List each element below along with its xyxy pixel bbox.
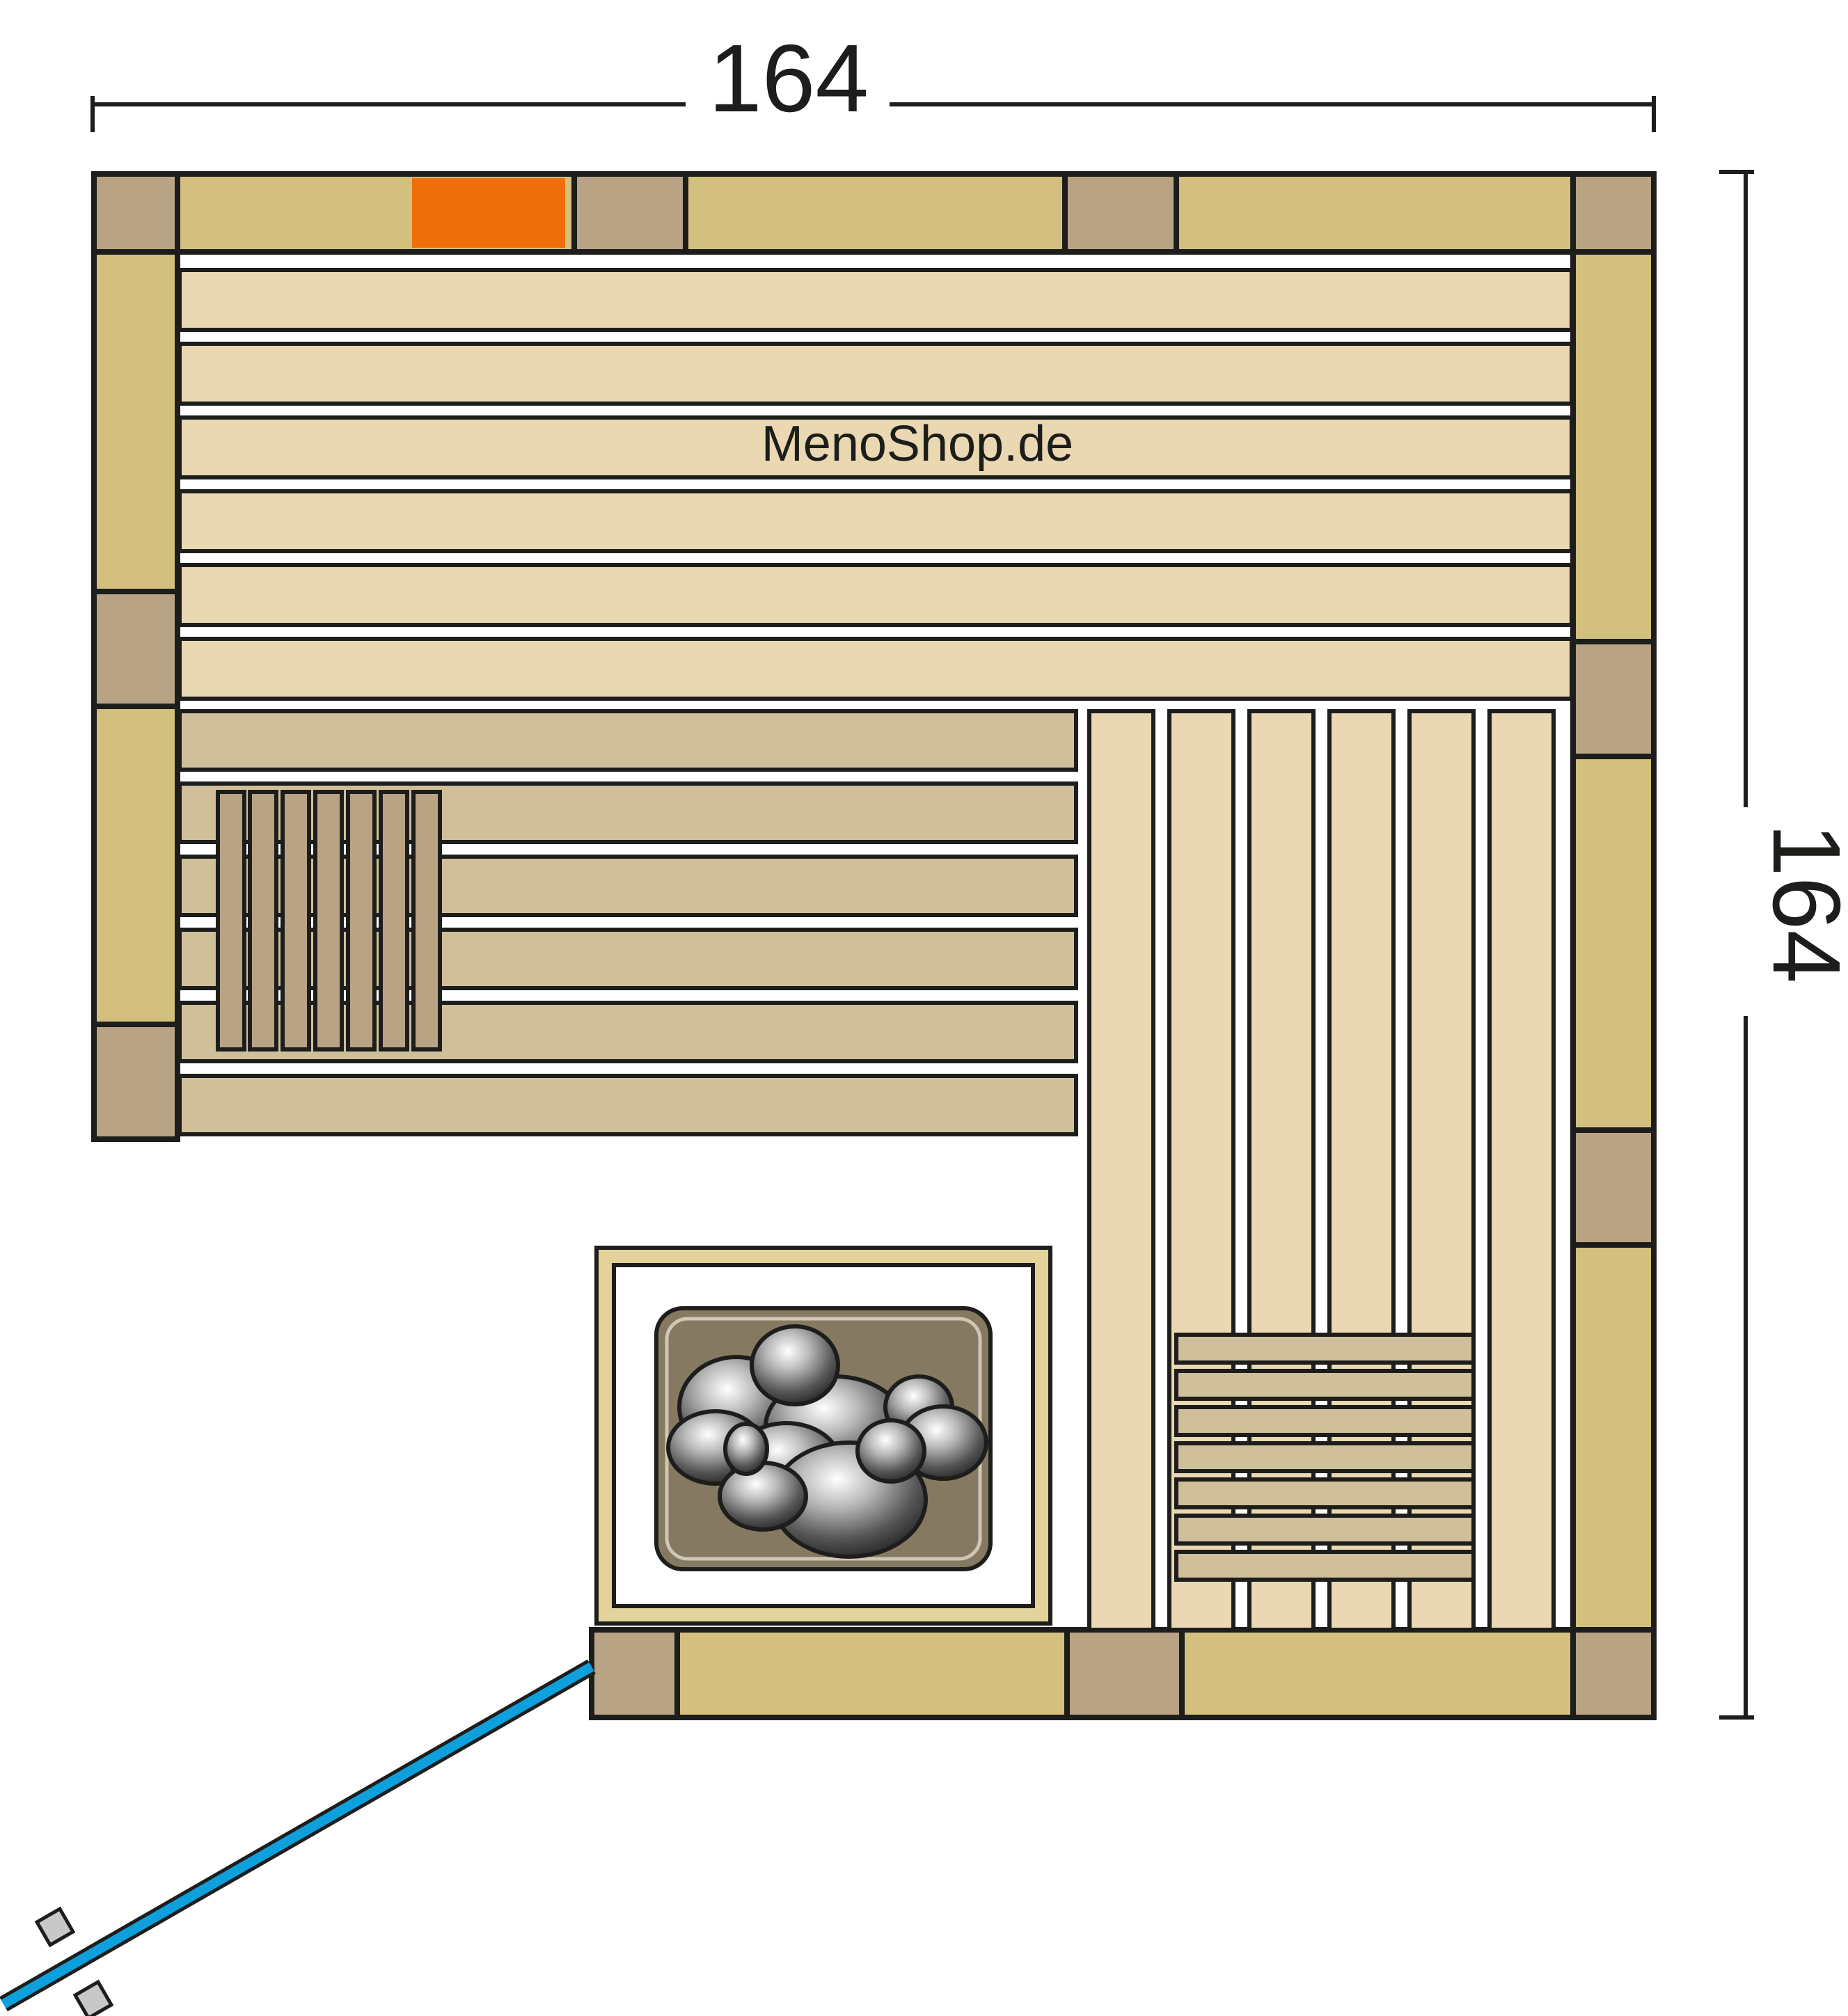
footrest-slat [1174, 1441, 1476, 1473]
footrest-slat [1174, 1514, 1476, 1546]
watermark-text: MenoShop.de [761, 416, 1073, 472]
wall-panel [1179, 1627, 1576, 1720]
stone [855, 1418, 926, 1484]
light-fixture [412, 178, 565, 248]
wall-post [1064, 1627, 1185, 1720]
bench-slat [1247, 709, 1316, 1632]
side-bench [1087, 709, 1556, 1632]
wall-panel [91, 249, 180, 594]
wall-panel [1570, 754, 1657, 1133]
wall-post [1062, 171, 1179, 255]
wall-post [1570, 1127, 1657, 1248]
bench-slat [177, 489, 1574, 553]
wall-post [1570, 1627, 1657, 1720]
wall-post [91, 171, 180, 255]
wall-panel [1174, 171, 1576, 255]
wall-panel [683, 171, 1068, 255]
backrest-slat [313, 790, 344, 1051]
wall-panel [1570, 249, 1657, 644]
footrest-slat [1174, 1333, 1476, 1365]
bench-slat [177, 1074, 1078, 1136]
depth-dimension [1719, 170, 1754, 1720]
bench-slat [177, 268, 1574, 332]
stone [723, 1422, 769, 1476]
wall-panel [91, 704, 180, 1027]
footrest-slat [1174, 1405, 1476, 1437]
backrest [216, 790, 442, 1051]
wall-panel [1570, 1242, 1657, 1637]
bench-slat [177, 563, 1574, 627]
wall-post [571, 171, 688, 255]
footrest-slat [1174, 1369, 1476, 1401]
wall-post [91, 589, 180, 709]
wall-panel [674, 1627, 1070, 1720]
backrest-slat [281, 790, 311, 1051]
wall-post [1570, 171, 1657, 255]
bench-slat [177, 342, 1574, 406]
wall-post [91, 1022, 180, 1142]
footrest [1174, 1333, 1476, 1582]
bench-slat [177, 637, 1574, 701]
backrest-slat [248, 790, 278, 1051]
width-label: 164 [709, 25, 869, 132]
backrest-slat [216, 790, 246, 1051]
bench-slat [1327, 709, 1396, 1632]
footrest-slat [1174, 1550, 1476, 1582]
bench-slat [1087, 709, 1155, 1632]
bench-slat [1407, 709, 1476, 1632]
backrest-slat [379, 790, 409, 1051]
width-dimension [90, 96, 1656, 132]
stone [750, 1324, 840, 1406]
wall-post [1570, 639, 1657, 759]
walls [91, 171, 1657, 1720]
stone [718, 1461, 808, 1532]
bench-slat [177, 709, 1078, 772]
backrest-slat [411, 790, 442, 1051]
depth-label: 164 [1753, 823, 1848, 983]
door-handle[interactable] [34, 1906, 76, 1948]
backrest-slat [346, 790, 377, 1051]
sauna-stones [666, 1324, 988, 1559]
upper-bench [177, 268, 1574, 701]
footrest-slat [1174, 1477, 1476, 1509]
door-handle[interactable] [72, 1979, 114, 2016]
bench-slat [177, 415, 1574, 479]
glass-door[interactable] [0, 1659, 596, 2016]
wall-post [589, 1627, 680, 1720]
sauna-heater [594, 1246, 1052, 1626]
bench-slat [1487, 709, 1556, 1632]
bench-slat [1167, 709, 1235, 1632]
